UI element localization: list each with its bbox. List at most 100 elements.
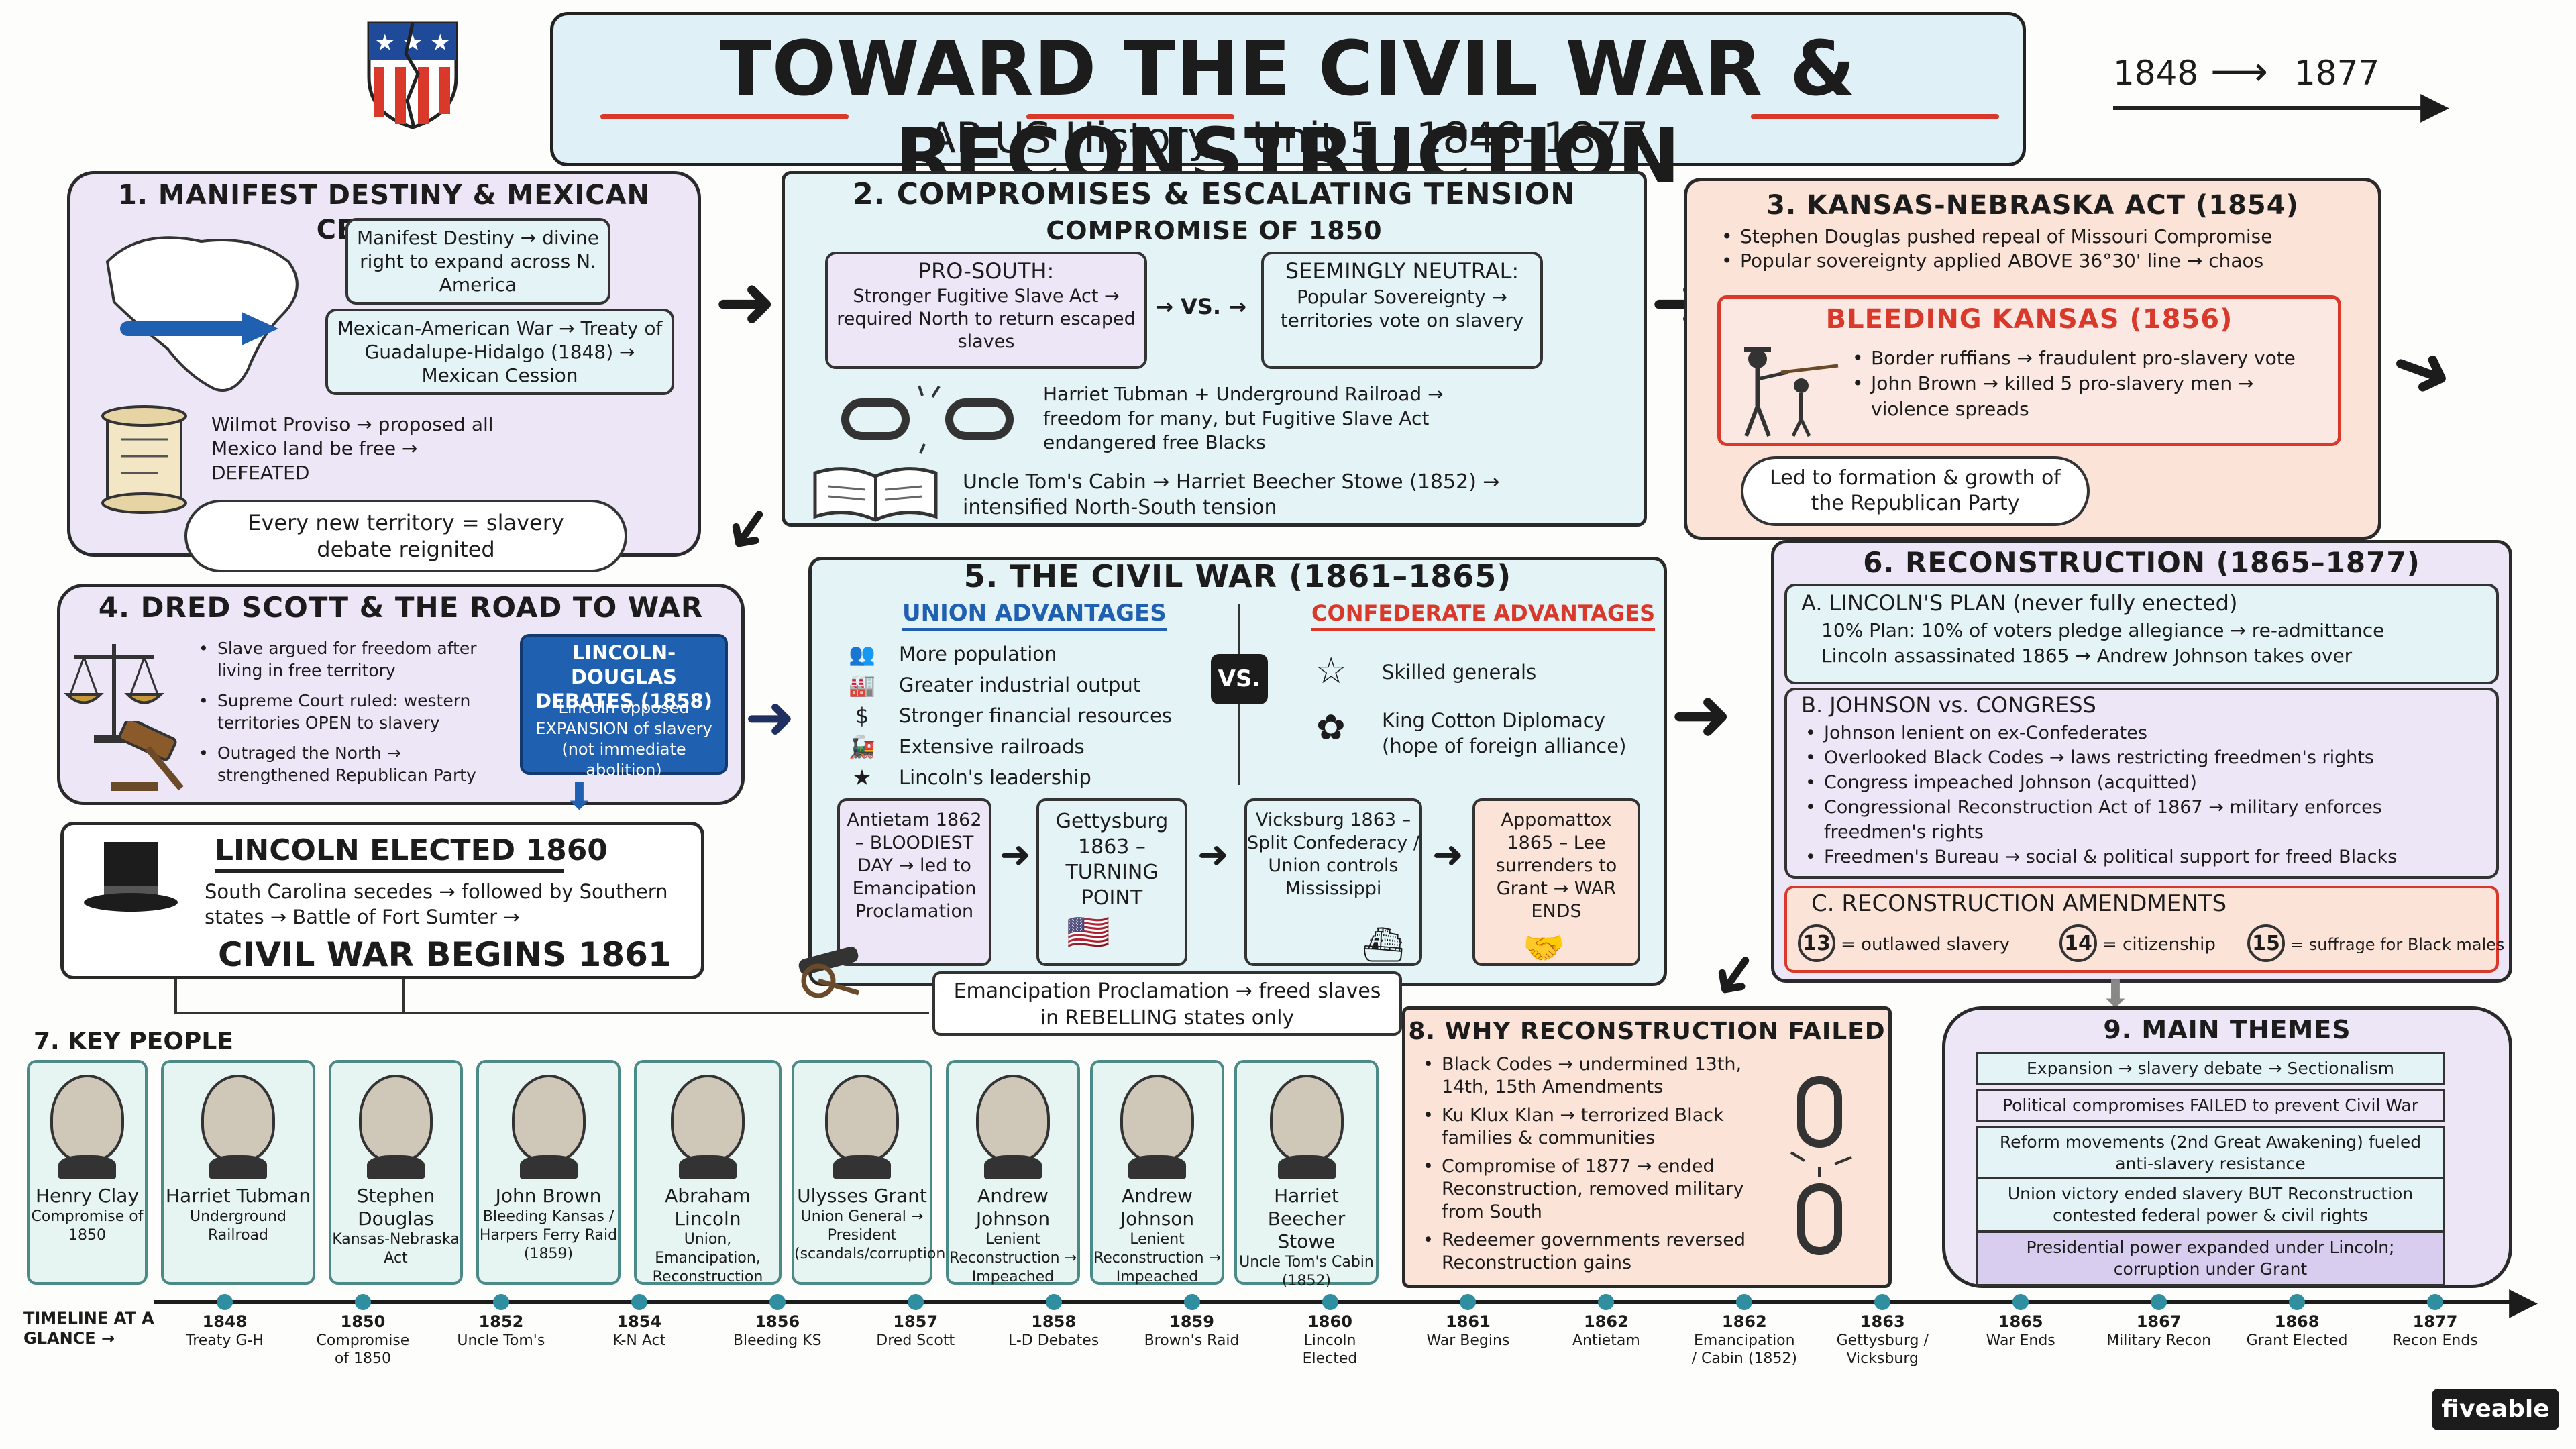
title-banner <box>550 12 2026 166</box>
section-8-title: 8. WHY RECONSTRUCTION FAILED <box>1408 1018 1886 1045</box>
person-name: Andrew Johnson <box>975 1185 1051 1230</box>
timeline-dot <box>631 1294 647 1310</box>
battle-arrow-icon: ➜ <box>1197 833 1229 877</box>
vs-badge: VS. <box>1211 654 1268 704</box>
dollar-icon: $ <box>855 703 869 729</box>
cotton-icon: ✿ <box>1316 708 1346 748</box>
portrait-icon <box>1269 1075 1344 1179</box>
amendment-13: 13= outlawed slavery <box>1798 924 2010 963</box>
timeline-year: 1862 <box>1721 1312 1767 1331</box>
timeline-year: 1865 <box>1998 1312 2043 1331</box>
section-9-title: 9. MAIN THEMES <box>2103 1015 2351 1044</box>
timeline-year: 1877 <box>2412 1312 2458 1331</box>
lincoln-elected-box <box>60 822 704 979</box>
timeline-dot <box>1874 1294 1891 1310</box>
appomattox-card: Appomattox 1865 – Lee surrenders to Gran… <box>1472 798 1640 966</box>
timeline-dot <box>2151 1294 2167 1310</box>
portrait-icon <box>825 1075 899 1179</box>
pro-south-heading: PRO-SOUTH: <box>918 258 1055 284</box>
arrow-1-to-2-icon: ➜ <box>714 259 777 345</box>
person-name: Abraham Lincoln <box>665 1185 751 1230</box>
steamboat-icon: ⛴ <box>1362 925 1405 964</box>
range-line <box>2113 106 2428 110</box>
person-description: Lenient Reconstruction → Impeached <box>949 1231 1077 1285</box>
lincoln-douglas-body: Lincoln opposed EXPANSION of slavery (no… <box>535 698 712 780</box>
amendment-14-text: = citizenship <box>2102 934 2216 955</box>
underground-railroad-text: Harriet Tubman + Underground Railroad → … <box>1043 383 1444 453</box>
lincoln-title-underline <box>215 869 564 873</box>
battle-arrow-icon: ➜ <box>1432 833 1464 877</box>
range-line-arrowhead-icon: ▶ <box>2420 84 2450 127</box>
amendment-15: 15= suffrage for Black males <box>2247 924 2504 963</box>
vicksburg-card: Vicksburg 1863 – Split Confederacy / Uni… <box>1244 798 1422 966</box>
range-start: 1848 <box>2113 54 2199 93</box>
title-underline-right <box>1751 114 1999 119</box>
timeline-dot <box>769 1294 786 1310</box>
timeline-event-text: Dred Scott <box>876 1332 955 1349</box>
person-name: Stephen Douglas <box>356 1185 435 1230</box>
timeline-dot <box>2289 1294 2306 1310</box>
mexican-war-card: Mexican-American War → Treaty of Guadalu… <box>325 309 674 395</box>
jc-bullet: Freedmen's Bureau → social & political s… <box>1801 845 2485 869</box>
wilmot-proviso-text: Wilmot Proviso → proposed all Mexico lan… <box>211 413 494 484</box>
timeline-year: 1868 <box>2274 1312 2320 1331</box>
amendment-13-text: = outlawed slavery <box>1841 934 2010 955</box>
antietam-card: Antietam 1862 – BLOODIEST DAY → led to E… <box>837 798 991 966</box>
amendment-15-number: 15 <box>2247 924 2285 962</box>
people-icon: 👥 <box>849 641 875 667</box>
timeline-dot <box>1045 1294 1062 1310</box>
confederate-heading: CONFEDERATE ADVANTAGES <box>1311 598 1656 631</box>
person-description: Uncle Tom's Cabin (1852) <box>1239 1254 1374 1289</box>
timeline-dot <box>2012 1294 2029 1310</box>
section-5-title: 5. THE CIVIL WAR (1861–1865) <box>963 558 1512 594</box>
union-heading: UNION ADVANTAGES <box>902 598 1167 631</box>
title-underline-mid <box>1026 114 1234 119</box>
lincoln-elected-title: LINCOLN ELECTED 1860 <box>215 833 608 867</box>
lincoln-assassinated: Lincoln assassinated 1865 → Andrew Johns… <box>1821 645 2353 667</box>
theme-banner: Political compromises FAILED to prevent … <box>1976 1089 2445 1122</box>
range-arrow-icon: ⟶ <box>2210 48 2269 95</box>
railroad-icon: 🚂 <box>849 734 875 759</box>
lincoln-douglas-title: LINCOLN-DOUGLAS DEBATES (1858) <box>535 641 712 712</box>
timeline-year: 1852 <box>478 1312 524 1331</box>
timeline-dot <box>354 1294 371 1310</box>
timeline-event-text: Military Recon <box>2106 1332 2212 1349</box>
timeline-arrowhead-icon: ▶ <box>2509 1279 2538 1323</box>
union-item: Greater industrial output <box>899 674 1141 696</box>
amendment-14-number: 14 <box>2059 924 2097 962</box>
timeline-event-text: Treaty G-H <box>186 1332 264 1349</box>
gavel-icon <box>107 717 195 795</box>
crossed-flags-icon: 🇺🇸 <box>1067 912 1110 953</box>
wf-bullet: Black Codes → undermined 13th, 14th, 15t… <box>1419 1053 1774 1099</box>
kansas-nebraska-bullets: Stephen Douglas pushed repeal of Missour… <box>1717 225 2361 273</box>
bk-bullet-1: Border ruffians → fraudulent pro-slavery… <box>1848 345 2331 371</box>
union-item: Extensive railroads <box>899 735 1085 758</box>
timeline-event-text: Grant Elected <box>2246 1332 2348 1349</box>
book-icon <box>808 463 943 523</box>
person-name: John Brown <box>495 1185 602 1207</box>
person-description: Compromise of 1850 <box>31 1208 144 1244</box>
border-ruffians-icon <box>1727 339 1841 439</box>
secession-text: South Carolina secedes → followed by Sou… <box>205 880 668 928</box>
person-description: Kansas-Nebraska Act <box>332 1231 460 1267</box>
lincolns-plan-card <box>1784 584 2499 684</box>
timeline-event-text: K-N Act <box>612 1332 666 1349</box>
timeline-event-text: Gettysburg / Vicksburg <box>1836 1332 1929 1367</box>
jc-bullet: Johnson lenient on ex-Confederates <box>1801 720 2485 745</box>
civil-war-begins-text: CIVIL WAR BEGINS 1861 <box>218 935 672 974</box>
